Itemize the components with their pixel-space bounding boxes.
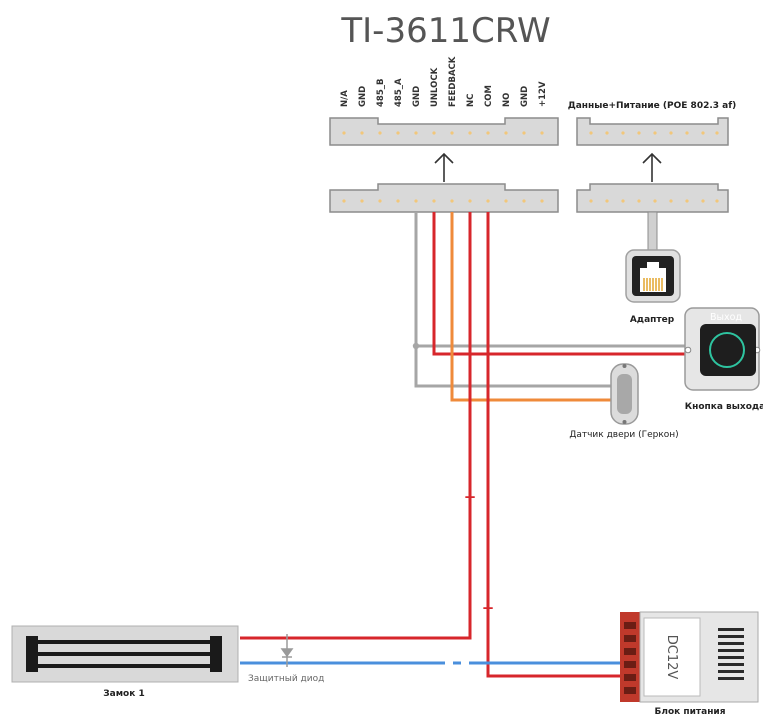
power-supply-face-text: DC12V	[664, 635, 679, 680]
pin-label: GND	[520, 86, 530, 107]
pin-label: 485_A	[394, 78, 404, 107]
power-supply-icon	[620, 611, 759, 703]
positive-sign: +	[482, 599, 495, 617]
poe-connector-bottom	[576, 183, 729, 213]
wire-gap	[445, 660, 453, 666]
pin-label: 485_B	[376, 79, 386, 107]
rj45-adapter-icon	[625, 249, 681, 303]
wire-gnd	[414, 212, 611, 388]
wire-gap	[461, 660, 469, 666]
wire-feedback	[450, 212, 611, 402]
pin-label: NO	[502, 93, 512, 107]
connect-arrow-icon	[434, 152, 454, 182]
pin-label: COM	[484, 85, 494, 107]
wire-unlock	[432, 212, 690, 356]
door-sensor-label: Датчик двери (Геркон)	[569, 430, 678, 440]
pin-labels: N/A GND 485_B 485_A GND UNLOCK FEEDBACK …	[340, 56, 548, 107]
protective-diode-icon	[280, 634, 294, 667]
terminal-connector-top	[329, 117, 559, 146]
poe-label: Данные+Питание (POE 802.3 af)	[568, 101, 737, 111]
pin-label: FEEDBACK	[448, 56, 458, 107]
pin-label: GND	[358, 86, 368, 107]
poe-connect-arrow-icon	[642, 152, 662, 182]
pin-label: NC	[466, 94, 476, 107]
diode-label: Защитный диод	[248, 674, 324, 684]
magnetic-lock-icon	[11, 625, 239, 683]
exit-button-face-label: Выход	[710, 312, 742, 323]
device-title: TI-3611CRW	[340, 11, 550, 51]
positive-sign: +	[464, 488, 477, 506]
pin-label: GND	[412, 86, 422, 107]
wire-junction	[412, 342, 420, 350]
wire-com	[486, 212, 620, 678]
wire-nc	[240, 212, 472, 640]
terminal-connector-bottom	[329, 183, 559, 213]
pin-label: UNLOCK	[430, 67, 440, 107]
poe-connector-top	[576, 117, 729, 146]
poe-cable	[647, 211, 658, 253]
door-sensor-icon	[610, 363, 639, 425]
power-supply-label: Блок питания	[655, 707, 726, 717]
exit-button-device	[684, 307, 761, 391]
wires	[240, 212, 690, 678]
pin-label: N/A	[340, 90, 350, 107]
exit-button-caption: Кнопка выхода	[685, 402, 763, 412]
lock-label: Замок 1	[103, 689, 145, 699]
pin-label: +12V	[538, 81, 548, 107]
adapter-label: Адаптер	[630, 315, 675, 325]
